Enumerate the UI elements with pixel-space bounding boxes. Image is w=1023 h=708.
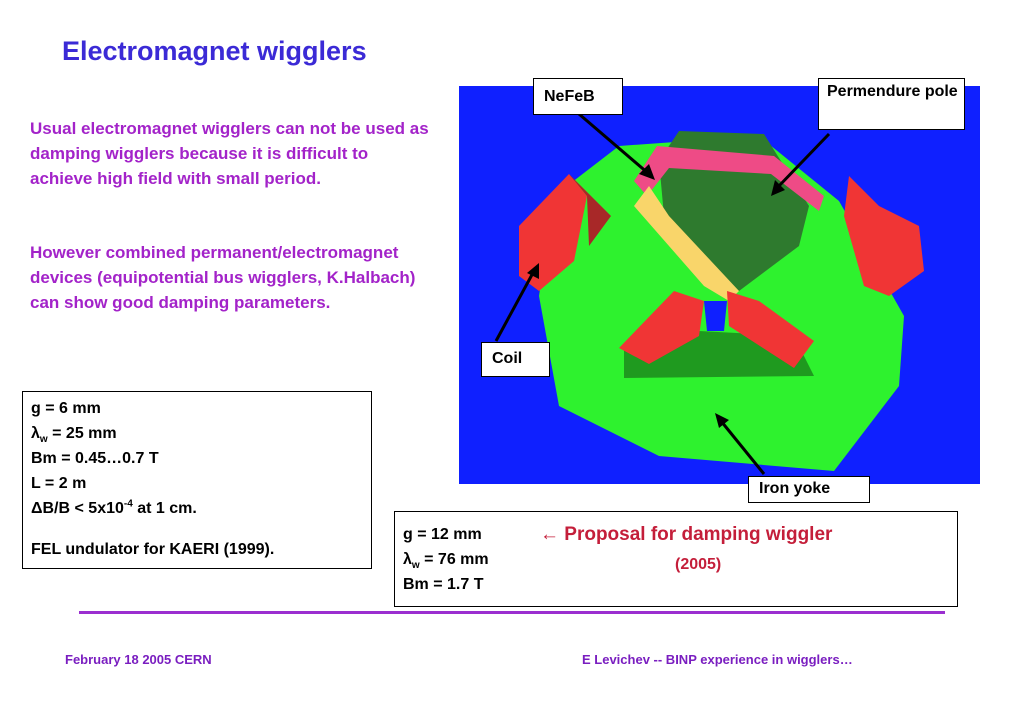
arrow-iron-yoke	[719, 420, 766, 475]
param-note: FEL undulator for KAERI (1999).	[31, 541, 275, 558]
coil-lower-left	[619, 291, 704, 364]
footer-date-location: February 18 2005 CERN	[65, 652, 212, 667]
wiggler-3d-diagram	[459, 86, 980, 484]
param-lambda: λw = 25 mm	[31, 421, 363, 446]
label-iron-yoke: Iron yoke	[748, 476, 870, 503]
slide-title: Electromagnet wigglers	[62, 36, 367, 66]
delta-exponent: -4	[123, 498, 133, 510]
lambda-value: = 25 mm	[47, 425, 117, 442]
label-permendure-pole: Permendure pole	[818, 78, 965, 130]
delta-text: ΔB/B < 5x10	[31, 500, 124, 517]
coil-left	[519, 174, 587, 291]
kaeri-parameters-box: g = 6 mm λw = 25 mm Bm = 0.45…0.7 T L = …	[22, 391, 372, 569]
lambda-subscript: w	[39, 434, 48, 446]
param-length: L = 2 m	[31, 475, 87, 492]
gap-opening	[704, 301, 727, 331]
arrow-permendure	[775, 132, 831, 190]
coil-right	[844, 176, 924, 296]
param-gap: g = 6 mm	[31, 400, 101, 417]
arrow-iron-yoke-head	[715, 413, 729, 428]
nefeb-side-magnet	[634, 186, 739, 301]
arrow-nefeb-head	[639, 164, 655, 180]
nefeb-top-magnet	[634, 146, 824, 211]
wiggler-drawing	[494, 112, 924, 475]
arrow-coil-head	[527, 263, 539, 279]
damping-wiggler-parameters-box: g = 12 mm λw = 76 mm Bm = 1.7 T ← Propos…	[394, 511, 958, 607]
paragraph-limitations: Usual electromagnet wigglers can not be …	[30, 119, 429, 188]
paragraph-combined-devices: However combined permanent/electromagnet…	[30, 243, 416, 312]
param-bm: Bm = 1.7 T	[403, 576, 484, 593]
arrow-nefeb	[578, 112, 650, 176]
lambda-symbol: λ	[31, 425, 40, 442]
label-nefeb: NeFeB	[533, 78, 623, 115]
proposal-year: (2005)	[675, 556, 722, 573]
lambda-symbol: λ	[403, 551, 412, 568]
footer-author-title: E Levichev -- BINP experience in wiggler…	[582, 652, 853, 667]
param-field-quality: ΔB/B < 5x10-4 at 1 cm.	[31, 496, 363, 521]
lambda-value: = 76 mm	[419, 551, 489, 568]
label-coil: Coil	[481, 342, 550, 377]
arrow-permendure-head	[771, 180, 785, 196]
coil-left-shade	[569, 174, 611, 246]
lambda-subscript: w	[411, 560, 420, 572]
param-lambda: λw = 76 mm	[403, 547, 949, 572]
proposal-label: ← Proposal for damping wiggler	[540, 524, 833, 545]
arrow-coil	[494, 270, 536, 342]
footer-divider	[79, 611, 945, 614]
param-bm: Bm = 0.45…0.7 T	[31, 450, 159, 467]
spacer	[31, 521, 363, 537]
coil-lower-right	[727, 291, 814, 368]
delta-suffix: at 1 cm.	[132, 500, 197, 517]
param-gap: g = 12 mm	[403, 526, 482, 543]
